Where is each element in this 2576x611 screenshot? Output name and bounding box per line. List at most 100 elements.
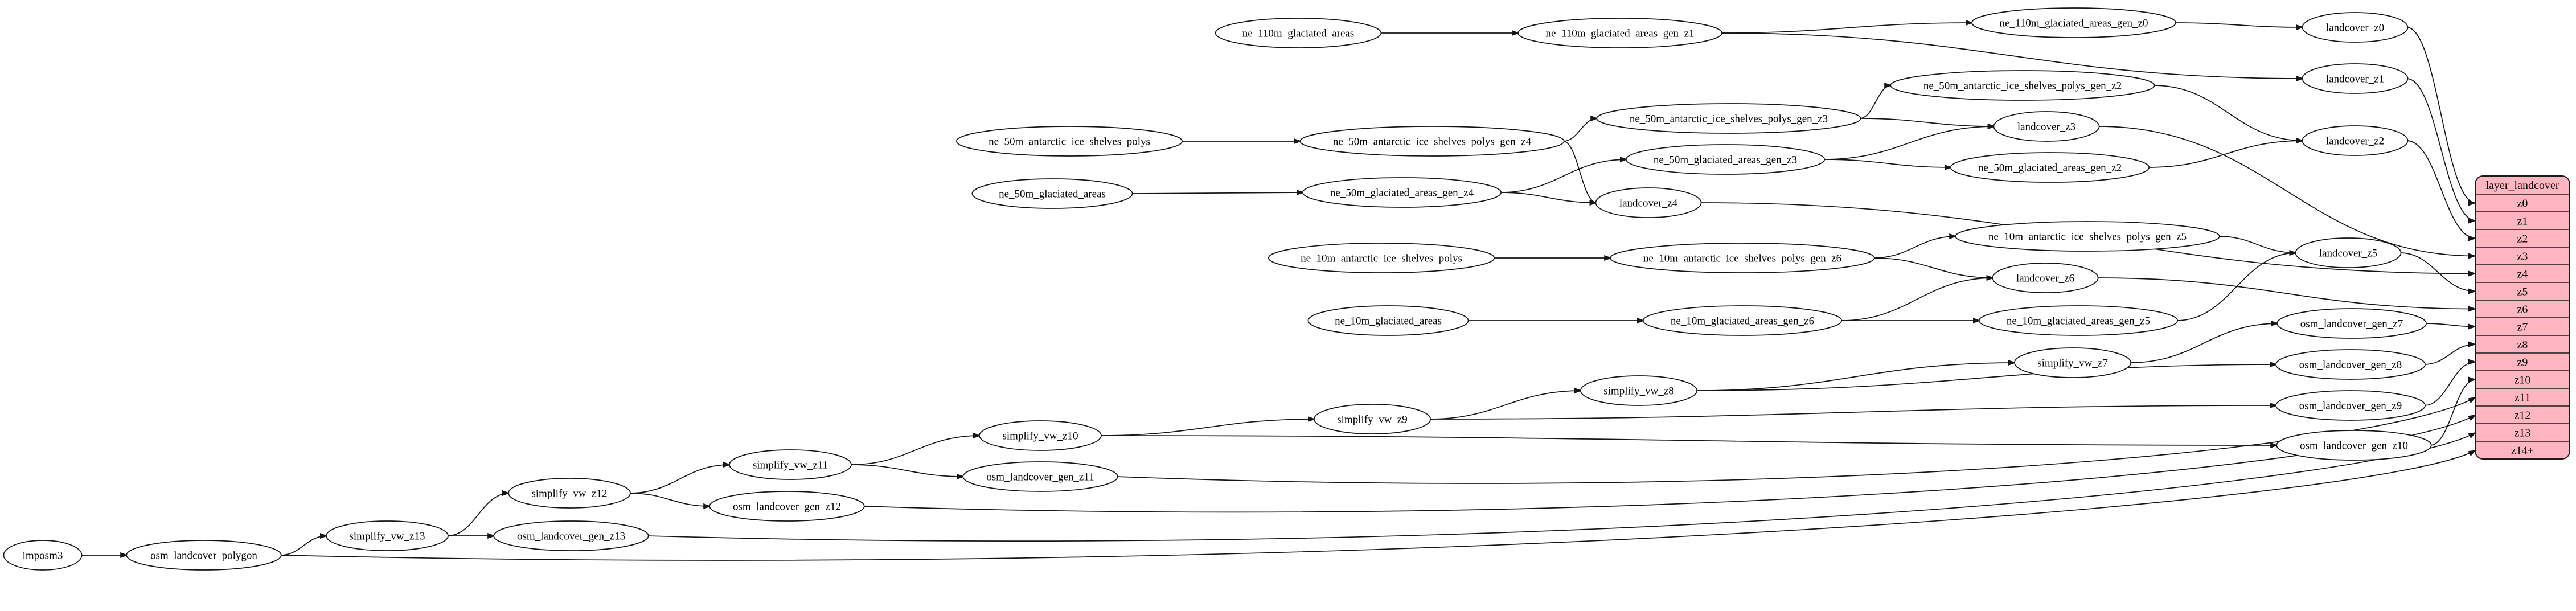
node-ellipse	[2302, 63, 2409, 94]
edge-osm_landcover_gen_z11-to-layer-z11	[1116, 396, 2476, 484]
edge-layer	[80, 20, 2476, 561]
node-ellipse	[1955, 221, 2220, 252]
node-simplify_vw_z12: simplify_vw_z12	[508, 478, 631, 509]
node-simplify_vw_z8: simplify_vw_z8	[1580, 375, 1698, 406]
node-ne_50m_glaciated_areas: ne_50m_glaciated_areas	[971, 178, 1133, 209]
node-label: osm_landcover_gen_z10	[2300, 440, 2408, 452]
node-ellipse	[1950, 152, 2150, 183]
node-ne_50m_antarctic_ice_shelves_polys: ne_50m_antarctic_ice_shelves_polys	[955, 126, 1183, 157]
node-label: ne_50m_antarctic_ice_shelves_polys_gen_z…	[1923, 80, 2122, 92]
node-simplify_vw_z10: simplify_vw_z10	[979, 420, 1102, 451]
node-osm_landcover_gen_z13: osm_landcover_gen_z13	[493, 520, 649, 551]
edge-ne_110m_glaciated_areas_gen_z1-to-ne_110m_glaciated_areas_gen_z0	[1720, 20, 1974, 34]
edge-simplify_vw_z13-to-simplify_vw_z12	[446, 490, 510, 536]
node-label: landcover_z3	[2017, 121, 2075, 133]
node-osm_landcover_gen_z12: osm_landcover_gen_z12	[709, 491, 865, 522]
edge-landcover_z3-to-layer-z3	[2098, 126, 2476, 259]
node-label: ne_10m_glaciated_areas_gen_z6	[1671, 315, 1814, 327]
node-ellipse	[729, 449, 852, 480]
node-label: ne_10m_antarctic_ice_shelves_polys_gen_z…	[1643, 252, 1841, 264]
layer-row-z12: z12	[2515, 409, 2531, 421]
node-ellipse	[1302, 177, 1502, 208]
node-label: simplify_vw_z12	[532, 487, 608, 499]
edge-osm_landcover_gen_z10-to-layer-z10	[2430, 376, 2476, 446]
node-ellipse	[1580, 375, 1698, 406]
table-title: layer_landcover	[2486, 179, 2559, 192]
edge-simplify_vw_z11-to-simplify_vw_z10	[850, 433, 981, 465]
node-label: ne_50m_glaciated_areas_gen_z4	[1330, 187, 1474, 199]
node-landcover_z1: landcover_z1	[2302, 63, 2409, 94]
node-ellipse	[1307, 305, 1469, 336]
node-ellipse	[979, 420, 1102, 451]
node-ne_50m_antarctic_ice_shelves_polys_gen_z4: ne_50m_antarctic_ice_shelves_polys_gen_z…	[1299, 126, 1565, 157]
node-label: ne_50m_glaciated_areas_gen_z2	[1978, 162, 2122, 174]
edge-ne_50m_antarctic_ice_shelves_polys_gen_z4-to-landcover_z4	[1562, 141, 1598, 206]
node-landcover_z6: landcover_z6	[1992, 263, 2099, 293]
edge-simplify_vw_z10-to-osm_landcover_gen_z10	[1100, 435, 2279, 448]
node-label: ne_50m_antarctic_ice_shelves_polys_gen_z…	[1333, 136, 1532, 147]
node-simplify_vw_z9: simplify_vw_z9	[1313, 404, 1431, 434]
node-ellipse	[2276, 308, 2427, 339]
layer-row-z2: z2	[2517, 232, 2528, 245]
edge-ne_10m_antarctic_ice_shelves_polys_gen_z5-to-landcover_z5	[2218, 236, 2298, 256]
node-label: simplify_vw_z11	[753, 459, 828, 471]
edge-osm_landcover_gen_z13-to-layer-z13	[647, 432, 2476, 542]
node-label: simplify_vw_z8	[1603, 385, 1674, 397]
node-ne_10m_antarctic_ice_shelves_polys: ne_10m_antarctic_ice_shelves_polys	[1268, 243, 1495, 273]
node-label: simplify_vw_z10	[1003, 430, 1078, 442]
node-ne_50m_antarctic_ice_shelves_polys_gen_z2: ne_50m_antarctic_ice_shelves_polys_gen_z…	[1890, 70, 2155, 101]
layer-row-z5: z5	[2517, 285, 2528, 298]
node-osm_landcover_gen_z7: osm_landcover_gen_z7	[2276, 308, 2427, 339]
edge-landcover_z2-to-layer-z2	[2406, 140, 2476, 241]
node-osm_landcover_gen_z9: osm_landcover_gen_z9	[2275, 390, 2426, 421]
node-imposm3: imposm3	[3, 540, 83, 571]
node-ellipse	[1313, 404, 1431, 434]
edge-ne_50m_antarctic_ice_shelves_polys_gen_z3-to-landcover_z3	[1859, 118, 1996, 129]
node-ellipse	[1596, 103, 1861, 134]
node-label: simplify_vw_z7	[2037, 357, 2108, 369]
node-ne_10m_antarctic_ice_shelves_polys_gen_z6: ne_10m_antarctic_ice_shelves_polys_gen_z…	[1610, 243, 1875, 273]
node-label: osm_landcover_gen_z11	[986, 471, 1094, 483]
node-simplify_vw_z7: simplify_vw_z7	[2013, 347, 2132, 378]
layer-row-z13: z13	[2515, 427, 2531, 439]
node-ellipse	[1215, 18, 1382, 48]
edge-ne_10m_antarctic_ice_shelves_polys_gen_z6-to-landcover_z6	[1873, 257, 1995, 281]
edge-ne_10m_antarctic_ice_shelves_polys_gen_z6-to-ne_10m_antarctic_ice_shelves_polys_gen_z5	[1873, 233, 1958, 259]
node-label: ne_50m_antarctic_ice_shelves_polys_gen_z…	[1630, 113, 1828, 125]
layer-row-z14+: z14+	[2511, 444, 2534, 457]
node-ellipse	[1642, 305, 1843, 336]
node-ellipse	[1992, 263, 2099, 293]
edge-osm_landcover_gen_z8-to-layer-z8	[2423, 341, 2476, 365]
node-label: landcover_z6	[2016, 272, 2074, 284]
node-label: osm_landcover_gen_z13	[517, 530, 625, 542]
node-ne_10m_glaciated_areas: ne_10m_glaciated_areas	[1307, 305, 1469, 336]
node-ellipse	[2276, 430, 2432, 461]
node-ellipse	[709, 491, 865, 522]
node-ellipse	[955, 126, 1183, 157]
edge-simplify_vw_z12-to-osm_landcover_gen_z12	[629, 493, 712, 509]
layer-row-z11: z11	[2515, 391, 2530, 404]
edge-ne_50m_glaciated_areas_gen_z3-to-ne_50m_glaciated_areas_gen_z2	[1823, 159, 1952, 170]
node-ne_110m_glaciated_areas_gen_z1: ne_110m_glaciated_areas_gen_z1	[1517, 18, 1722, 48]
node-ellipse	[493, 520, 649, 551]
node-label: imposm3	[23, 550, 63, 561]
node-ellipse	[1299, 126, 1565, 157]
edge-simplify_vw_z11-to-osm_landcover_gen_z11	[850, 464, 965, 479]
node-label: ne_50m_antarctic_ice_shelves_polys	[988, 136, 1150, 147]
node-label: simplify_vw_z9	[1337, 413, 1408, 425]
node-label: ne_10m_glaciated_areas	[1335, 315, 1442, 327]
edge-ne_110m_glaciated_areas_gen_z0-to-landcover_z0	[2174, 22, 2304, 30]
node-ellipse	[3, 540, 83, 571]
node-ne_110m_glaciated_areas: ne_110m_glaciated_areas	[1215, 18, 1382, 48]
node-ne_50m_glaciated_areas_gen_z4: ne_50m_glaciated_areas_gen_z4	[1302, 177, 1502, 208]
node-ne_50m_glaciated_areas_gen_z2: ne_50m_glaciated_areas_gen_z2	[1950, 152, 2150, 183]
node-label: ne_10m_antarctic_ice_shelves_polys	[1301, 252, 1462, 264]
node-landcover_z4: landcover_z4	[1595, 187, 1702, 218]
node-simplify_vw_z13: simplify_vw_z13	[326, 520, 449, 551]
edge-simplify_vw_z10-to-simplify_vw_z9	[1100, 416, 1316, 436]
edge-landcover_z1-to-layer-z1	[2406, 78, 2476, 224]
layer-row-z1: z1	[2517, 215, 2528, 227]
node-landcover_z5: landcover_z5	[2295, 237, 2402, 268]
node-label: ne_110m_glaciated_areas	[1242, 27, 1355, 39]
node-label: simplify_vw_z13	[350, 530, 425, 542]
